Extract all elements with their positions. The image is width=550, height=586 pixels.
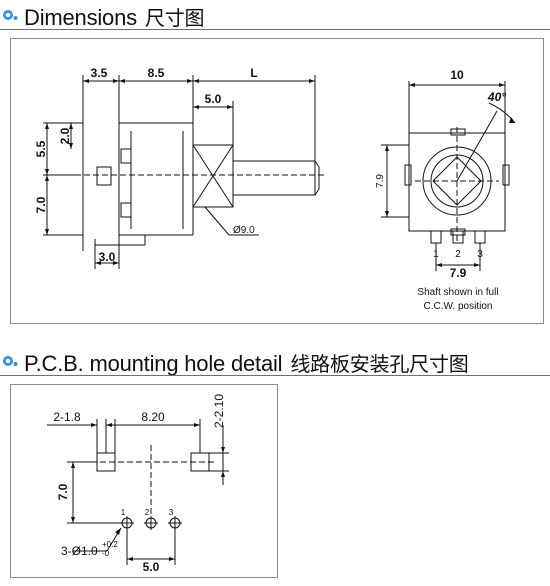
dim-2-1-8: 2-1.8	[53, 410, 81, 424]
dim-8-20: 8.20	[141, 410, 165, 424]
dim-hole-tol-plus: +0.2	[102, 540, 118, 549]
dim-2-0: 2.0	[58, 127, 72, 144]
header-rule	[0, 29, 550, 30]
pin-label-3: 3	[477, 249, 483, 260]
dim-hole-tol-minus: -0	[102, 549, 110, 558]
dim-5-5: 5.5	[34, 140, 48, 157]
dim-5-0: 5.0	[143, 560, 160, 574]
pin-label-2: 2	[455, 249, 461, 260]
pin-label-3: 3	[169, 508, 174, 517]
dim-diameter-9: Ø9.0	[233, 225, 255, 236]
pin-label-1: 1	[121, 508, 126, 517]
dim-width-7-9: 7.9	[450, 266, 467, 280]
note-shaft-position: Shaft shown in full	[417, 287, 498, 298]
pcb-panel: 2-1.8 8.20 2-2.10 7.0 1 2 3 3-Ø1.0 +0.2 …	[10, 384, 278, 578]
dim-L: L	[250, 66, 257, 80]
dim-7-0: 7.0	[56, 483, 70, 500]
dimensions-drawing: 3.5 8.5 L 5.0 5.5 2.0 7.0 3.0 Ø9.0	[34, 66, 516, 312]
pin-label-2: 2	[145, 508, 150, 517]
bullet-dots-icon	[3, 10, 18, 20]
note-ccw-position: C.C.W. position	[424, 301, 493, 312]
dim-hole-diameter: 3-Ø1.0	[61, 544, 98, 558]
header-rule	[0, 375, 550, 376]
pcb-drawing: 2-1.8 8.20 2-2.10 7.0 1 2 3 3-Ø1.0 +0.2 …	[47, 394, 229, 574]
dim-height-7-9: 7.9	[375, 174, 386, 188]
dim-8-5: 8.5	[148, 66, 165, 80]
bullet-dots-icon	[3, 356, 18, 366]
dimensions-panel: 3.5 8.5 L 5.0 5.5 2.0 7.0 3.0 Ø9.0	[10, 38, 544, 324]
dim-2-2-10: 2-2.10	[212, 394, 226, 428]
dim-7-0: 7.0	[34, 196, 48, 213]
dim-3-5: 3.5	[91, 66, 108, 80]
dim-5-0: 5.0	[205, 92, 222, 106]
pin-label-1: 1	[433, 249, 439, 260]
dim-angle-40: 40°	[487, 90, 506, 104]
dim-3-0: 3.0	[99, 250, 116, 264]
dim-width-10: 10	[450, 68, 464, 82]
